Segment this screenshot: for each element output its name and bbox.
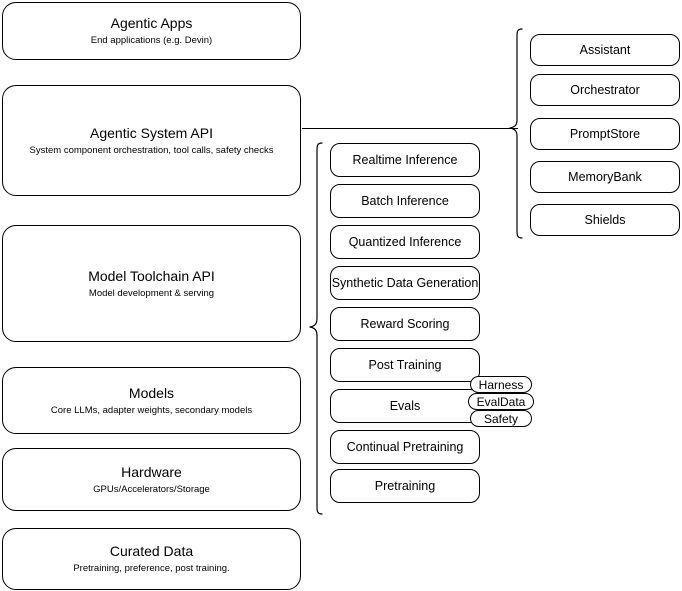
system-item-assistant[interactable]: Assistant [530,34,680,66]
layer-curated-data[interactable]: Curated Data Pretraining, preference, po… [2,528,301,590]
toolchain-item-post-training[interactable]: Post Training [330,348,480,382]
layer-model-toolchain-api[interactable]: Model Toolchain API Model development & … [2,225,301,342]
toolchain-item-synthetic-data-generation[interactable]: Synthetic Data Generation [330,266,480,300]
layer-title: Models [128,384,175,401]
toolchain-item-batch-inference[interactable]: Batch Inference [330,184,480,218]
layer-subtitle: Core LLMs, adapter weights, secondary mo… [50,404,253,416]
item-label: Evals [389,399,421,413]
toolchain-item-pretraining[interactable]: Pretraining [330,469,480,503]
layer-agentic-apps[interactable]: Agentic Apps End applications (e.g. Devi… [2,2,301,60]
badge-label: Harness [478,377,524,392]
system-item-memorybank[interactable]: MemoryBank [530,161,680,193]
brace-toolchain [309,142,323,515]
system-item-shields[interactable]: Shields [530,204,680,236]
badge-label: Safety [483,411,519,426]
item-label: Synthetic Data Generation [331,276,479,290]
item-label: Batch Inference [361,194,449,208]
layer-hardware[interactable]: Hardware GPUs/Accelerators/Storage [2,448,301,511]
item-label: Pretraining [374,479,436,493]
layer-title: Agentic Apps [110,15,193,31]
item-label: Shields [584,213,626,227]
toolchain-item-realtime-inference[interactable]: Realtime Inference [330,143,480,177]
toolchain-item-quantized-inference[interactable]: Quantized Inference [330,225,480,259]
system-item-orchestrator[interactable]: Orchestrator [530,74,680,106]
connector-system-api-to-components [302,128,518,129]
item-label: Orchestrator [570,83,640,97]
toolchain-item-evals[interactable]: Evals [330,389,480,423]
layer-title: Hardware [121,463,182,480]
layer-subtitle: Model development & serving [88,287,215,299]
eval-badge-evaldata[interactable]: EvalData [468,393,534,410]
badge-label: EvalData [476,394,526,409]
layer-subtitle: End applications (e.g. Devin) [90,35,213,46]
item-label: Assistant [579,43,631,57]
layer-subtitle: Pretraining, preference, post training. [73,563,230,574]
eval-badge-safety[interactable]: Safety [470,410,532,427]
layer-title: Curated Data [109,543,194,559]
eval-badge-harness[interactable]: Harness [470,376,532,393]
item-label: Realtime Inference [352,153,458,167]
layer-agentic-system-api[interactable]: Agentic System API System component orch… [2,85,301,196]
item-label: Post Training [368,358,442,372]
item-label: Continual Pretraining [346,440,464,454]
layer-title: Agentic System API [90,124,213,141]
layer-subtitle: System component orchestration, tool cal… [29,144,274,156]
layer-title: Model Toolchain API [88,267,215,284]
layer-subtitle: GPUs/Accelerators/Storage [93,483,210,495]
item-label: PromptStore [569,127,641,141]
brace-system-components [509,28,523,239]
toolchain-item-reward-scoring[interactable]: Reward Scoring [330,307,480,341]
layer-models[interactable]: Models Core LLMs, adapter weights, secon… [2,367,301,434]
item-label: Reward Scoring [360,317,450,331]
system-item-promptstore[interactable]: PromptStore [530,118,680,150]
toolchain-item-continual-pretraining[interactable]: Continual Pretraining [330,430,480,464]
item-label: MemoryBank [568,170,642,184]
item-label: Quantized Inference [348,235,462,249]
